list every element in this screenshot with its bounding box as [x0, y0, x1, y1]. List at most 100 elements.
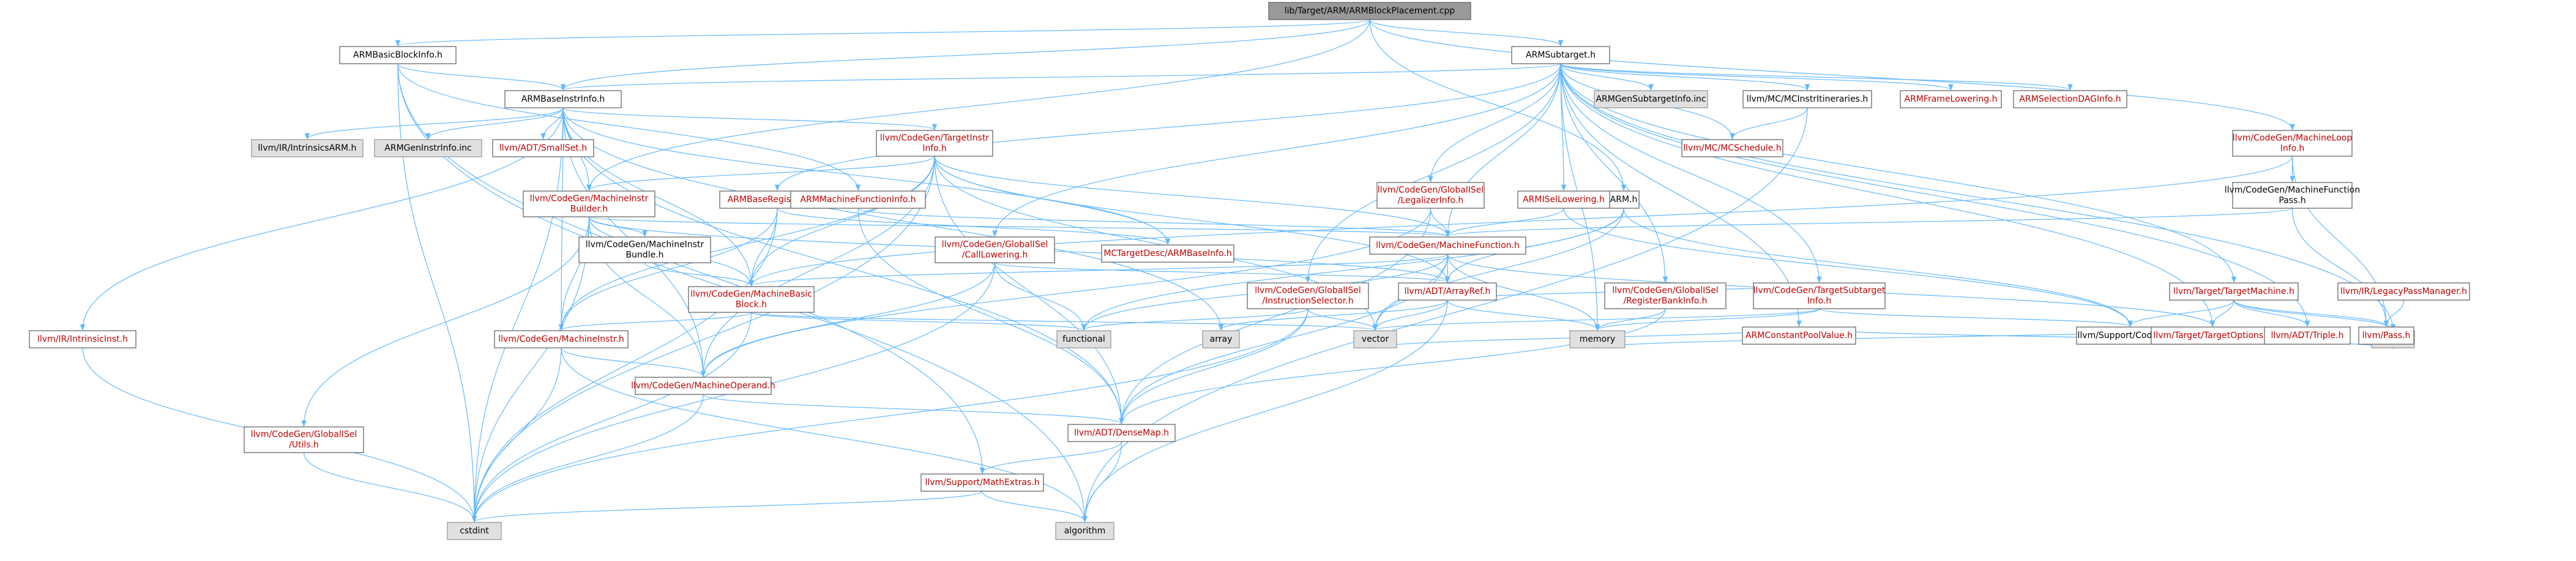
node-smallset[interactable]: llvm/ADT/SmallSet.h	[492, 139, 594, 157]
edge-mfp-to-pass	[2291, 208, 2389, 328]
node-subt[interactable]: ARMSubtarget.h	[1511, 46, 1610, 64]
edge-abri-to-cstdint	[471, 208, 778, 523]
node-tm[interactable]: llvm/Target/TargetMachine.h	[2169, 282, 2299, 301]
edge-abri-to-mi	[558, 208, 778, 331]
edge-tii-to-mib	[586, 156, 935, 192]
node-box	[339, 46, 457, 64]
node-mo[interactable]: llvm/CodeGen/MachineOperand.h	[631, 377, 775, 395]
node-label: Bundle.h	[625, 250, 663, 260]
node-label: Info.h	[1807, 296, 1832, 306]
edge-mfp-to-mf	[1445, 208, 2293, 238]
node-framelow[interactable]: ARMFrameLowering.h	[1900, 90, 2002, 108]
node-label: ARMFrameLowering.h	[1905, 94, 1998, 104]
edge-abii-to-mcarmbase	[562, 107, 1171, 246]
node-label: lib/Target/ARM/ARMBlockPlacement.cpp	[1285, 6, 1455, 16]
node-cpv[interactable]: ARMConstantPoolValue.h	[1742, 326, 1856, 345]
node-abbi[interactable]: ARMBasicBlockInfo.h	[339, 46, 457, 64]
node-label: llvm/IR/IntrinsicsARM.h	[258, 143, 357, 153]
edge-subt-to-rbi	[1560, 63, 1668, 284]
node-pass[interactable]: llvm/Pass.h	[2358, 326, 2414, 345]
node-cstdint: cstdint	[447, 522, 502, 540]
node-box	[492, 139, 594, 157]
edge-subt-to-calllow	[992, 63, 1561, 238]
node-instsel[interactable]: llvm/CodeGen/GlobalISel/InstructionSelec…	[1247, 282, 1369, 309]
node-mf[interactable]: llvm/CodeGen/MachineFunction.h	[1369, 236, 1526, 255]
edge-arrayref-to-array	[1218, 299, 1448, 331]
edge-rbi-to-densemap	[1119, 308, 1666, 425]
node-mi[interactable]: llvm/CodeGen/MachineInstr.h	[494, 330, 629, 348]
node-amfi[interactable]: ARMMachineFunctionInfo.h	[790, 190, 926, 209]
node-label: llvm/ADT/DenseMap.h	[1074, 428, 1169, 438]
node-mcsched[interactable]: llvm/MC/MCSchedule.h	[1681, 139, 1783, 157]
edge-abii-to-array	[562, 107, 1224, 331]
node-densemap[interactable]: llvm/ADT/DenseMap.h	[1067, 424, 1176, 442]
node-triple[interactable]: llvm/ADT/Triple.h	[2264, 326, 2351, 345]
edge-arrayref-to-algorithm	[1082, 299, 1448, 523]
edge-root-to-subt	[1369, 19, 1564, 47]
node-label: llvm/ADT/SmallSet.h	[499, 143, 587, 153]
node-calllow[interactable]: llvm/CodeGen/GlobalISel/CallLowering.h	[935, 236, 1055, 263]
node-mathextras[interactable]: llvm/Support/MathExtras.h	[920, 473, 1044, 492]
node-box	[1753, 282, 1886, 309]
edge-mo-to-cstdint	[471, 394, 704, 523]
node-geninstr: ARMGenInstrInfo.inc	[374, 139, 482, 157]
node-label: ARMSelectionDAGInfo.h	[2019, 94, 2121, 104]
node-intrininst[interactable]: llvm/IR/IntrinsicInst.h	[29, 330, 136, 348]
edge-subt-to-abri	[774, 63, 1561, 192]
edge-mi-to-algorithm	[561, 347, 1088, 523]
edge-abii-to-tii	[562, 107, 937, 131]
edge-legal-to-mf	[1430, 208, 1450, 238]
node-box	[2358, 326, 2414, 345]
node-label: ARMGenSubtargetInfo.inc	[1596, 94, 1706, 104]
node-label: llvm/Support/MathExtras.h	[925, 478, 1039, 488]
node-rbi[interactable]: llvm/CodeGen/GlobalISel/RegisterBankInfo…	[1604, 282, 1727, 309]
node-box	[1056, 330, 1111, 348]
node-label: llvm/IR/IntrinsicInst.h	[37, 334, 128, 344]
node-label: ARMBaseInstrInfo.h	[521, 94, 605, 104]
node-box	[494, 330, 629, 348]
node-intrinarm: llvm/IR/IntrinsicsARM.h	[251, 139, 364, 157]
node-armh[interactable]: ARM.h	[1608, 190, 1640, 209]
edge-abri-to-mcarmbase	[777, 208, 1171, 246]
node-legal[interactable]: llvm/CodeGen/GlobalISel/LegalizerInfo.h	[1376, 182, 1485, 209]
edge-root-to-mli	[1369, 19, 2295, 131]
edge-tsi-to-memory	[1594, 308, 1820, 331]
edge-calllow-to-functional	[994, 262, 1087, 331]
edge-mbb-to-cstdint	[471, 312, 752, 523]
edge-root-to-abii	[560, 19, 1370, 91]
node-lpm[interactable]: llvm/IR/LegacyPassManager.h	[2337, 282, 2470, 301]
node-box	[1681, 139, 1783, 157]
node-label: llvm/ADT/ArrayRef.h	[1405, 287, 1491, 296]
node-root: lib/Target/ARM/ARMBlockPlacement.cpp	[1268, 2, 1471, 20]
node-seldag[interactable]: ARMSelectionDAGInfo.h	[2013, 90, 2127, 108]
node-label: vector	[1362, 334, 1389, 344]
node-box	[447, 522, 502, 540]
edge-arrayref-to-memory	[1447, 299, 1600, 331]
node-arrayref[interactable]: llvm/ADT/ArrayRef.h	[1398, 282, 1497, 301]
node-box	[374, 139, 482, 157]
node-topts[interactable]: llvm/Target/TargetOptions.h	[2151, 326, 2274, 345]
node-mcii[interactable]: llvm/MC/MCInstrItineraries.h	[1742, 90, 1872, 108]
node-label: array	[1210, 334, 1233, 344]
node-label: ARMISelLowering.h	[1523, 195, 1605, 205]
node-box	[1569, 330, 1626, 348]
edge-instsel-to-functional	[1081, 308, 1309, 331]
node-gutils[interactable]: llvm/CodeGen/GlobalISel/Utils.h	[244, 426, 364, 453]
node-label: llvm/CodeGen/MachineBasic	[690, 290, 812, 299]
node-abii[interactable]: ARMBaseInstrInfo.h	[504, 90, 622, 108]
edge-abii-to-geninstr	[425, 107, 564, 140]
edge-tii-to-mcarmbase	[934, 156, 1171, 246]
node-isel[interactable]: ARMISelLowering.h	[1517, 190, 1610, 209]
node-box	[29, 330, 136, 348]
node-mcarmbase[interactable]: MCTargetDesc/ARMBaseInfo.h	[1101, 244, 1234, 263]
node-label: ARMGenInstrInfo.inc	[384, 143, 471, 153]
node-label: llvm/CodeGen/MachineInstr	[586, 240, 704, 250]
node-label: llvm/CodeGen/TargetSubtarget	[1753, 286, 1886, 296]
